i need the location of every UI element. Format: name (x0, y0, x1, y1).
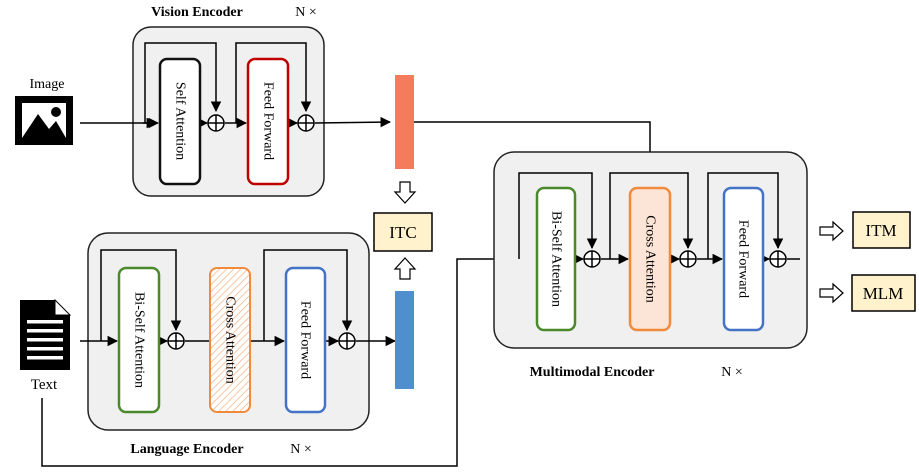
itc-up-arrow-icon (393, 257, 417, 280)
vision-feed-forward-block: Feed Forward (246, 57, 290, 186)
multimodal-encoder-title: Multimodal Encoder (530, 365, 655, 380)
multimodal-add-3-icon (769, 250, 787, 268)
language-encoder-repeat: N × (290, 442, 312, 457)
mlm-objective-box: MLM (851, 274, 916, 312)
multimodal-cross-attention-block: Cross Attention (628, 186, 672, 332)
image-label: Image (30, 77, 65, 92)
multimodal-encoder-repeat: N × (721, 365, 743, 380)
itm-objective-box: ITM (852, 211, 911, 249)
text-label: Text (31, 377, 58, 393)
language-encoder-title: Language Encoder (130, 442, 243, 457)
vision-add-2-icon (297, 114, 315, 132)
vision-feature-bar (395, 75, 414, 169)
multimodal-feed-forward-block: Feed Forward (722, 186, 765, 332)
vision-feed-forward-label: Feed Forward (261, 82, 276, 160)
multimodal-bi-self-attention-label: Bi-Self Attention (549, 211, 564, 307)
language-cross-attention-label: Cross Attention (223, 296, 238, 384)
text-to-multimodal-arrow (41, 253, 537, 467)
multimodal-add-2-icon (679, 250, 697, 268)
language-feed-forward-block: Feed Forward (284, 266, 327, 414)
vision-add-1-icon (207, 114, 225, 132)
itm-arrow-icon (819, 220, 844, 242)
multimodal-feed-forward-label: Feed Forward (736, 220, 751, 298)
vision-encoder-repeat: N × (295, 5, 317, 20)
vision-self-attention-block: Self Attention (158, 57, 202, 186)
itm-label: ITM (865, 221, 896, 240)
vision-self-attention-label: Self Attention (173, 82, 188, 160)
itc-label: ITC (389, 223, 416, 242)
multimodal-residual-wires (518, 172, 800, 265)
document-icon (20, 298, 72, 370)
language-add-2-icon (338, 332, 356, 350)
itc-objective-box: ITC (373, 212, 433, 252)
multimodal-cross-attention-label: Cross Attention (643, 215, 658, 303)
language-bi-self-attention-label: Bi-Self Attention (132, 292, 147, 388)
language-feed-forward-label: Feed Forward (298, 301, 313, 379)
image-icon (15, 96, 73, 145)
mlm-arrow-icon (819, 282, 844, 304)
language-add-1-icon (167, 332, 185, 350)
vision-encoder-title: Vision Encoder (151, 5, 243, 20)
multimodal-add-1-icon (583, 250, 601, 268)
language-bi-self-attention-block: Bi-Self Attention (117, 266, 161, 414)
multimodal-bi-self-attention-block: Bi-Self Attention (535, 186, 577, 332)
mlm-label: MLM (863, 284, 904, 303)
language-residual-wires (80, 249, 397, 347)
language-cross-attention-block: Cross Attention (209, 267, 251, 413)
itc-down-arrow-icon (393, 181, 417, 204)
text-feature-bar (395, 291, 414, 389)
